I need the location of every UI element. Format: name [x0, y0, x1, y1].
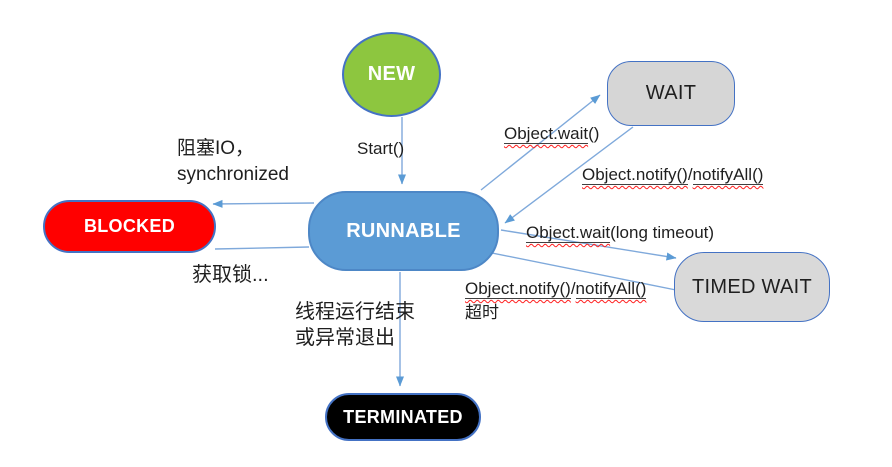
edge-label-notify-from-wait-slash: /: [687, 165, 693, 184]
edge-label-timeout-expired: 超时: [465, 302, 499, 322]
edge-label-notify-from-wait: Object.notify()/notifyAll(): [582, 163, 764, 187]
edge-blocked-to-runnable: [214, 246, 310, 250]
state-node-runnable: RUNNABLE: [308, 191, 499, 271]
edge-label-object-wait: Object.wait(): [504, 122, 599, 146]
edge-wait-to-runnable: [504, 126, 634, 224]
edge-timedwait-to-runnable: [486, 251, 677, 291]
edge-runnable-to-timedwait: [500, 229, 677, 261]
state-node-new: NEW: [342, 32, 441, 117]
edge-label-notify-from-wait-word1: Object.notify(): [582, 165, 688, 185]
edge-label-notify-from-timed-wait-word1: Object.notify(): [465, 279, 571, 299]
edge-label-to-terminated-line1: 线程运行结束: [295, 301, 415, 323]
edge-label-to-terminated: 线程运行结束 或异常退出: [295, 299, 415, 352]
edge-label-start: Start(): [357, 139, 405, 158]
state-node-timed-wait: TIMED WAIT: [674, 252, 830, 322]
edge-label-wait-timeout-word: Object.wait: [526, 223, 611, 243]
edge-runnable-to-blocked: [212, 199, 315, 208]
edge-label-from-blocked: 获取锁...: [192, 264, 269, 286]
edge-label-to-blocked-line1: 阻塞IO，: [177, 138, 255, 159]
edge-label-to-blocked-line2: synchronized: [177, 163, 289, 185]
edge-label-object-wait-word: Object.wait: [504, 124, 589, 144]
edge-label-to-blocked: 阻塞IO， synchronized: [177, 136, 289, 187]
edge-label-notify-from-wait-word2: notifyAll(): [692, 165, 764, 185]
edge-label-object-wait-rest: (): [588, 124, 600, 143]
edge-label-notify-from-timed-wait-word2: notifyAll(): [575, 279, 647, 299]
edge-label-wait-timeout-rest: (long timeout): [610, 223, 715, 242]
edge-label-notify-from-timed-wait-line1: Object.notify()/notifyAll(): [465, 277, 647, 301]
state-node-blocked: BLOCKED: [43, 200, 216, 253]
edge-label-to-terminated-line2: 或异常退出: [295, 327, 395, 350]
state-node-terminated: TERMINATED: [325, 393, 481, 441]
edge-label-notify-from-timed-wait: Object.notify()/notifyAll() 超时: [465, 277, 647, 325]
edge-runnable-to-wait: [480, 94, 601, 191]
state-node-wait: WAIT: [607, 61, 735, 126]
edge-label-wait-timeout: Object.wait(long timeout): [526, 221, 714, 245]
edge-label-notify-from-timed-wait-slash: /: [570, 279, 576, 298]
